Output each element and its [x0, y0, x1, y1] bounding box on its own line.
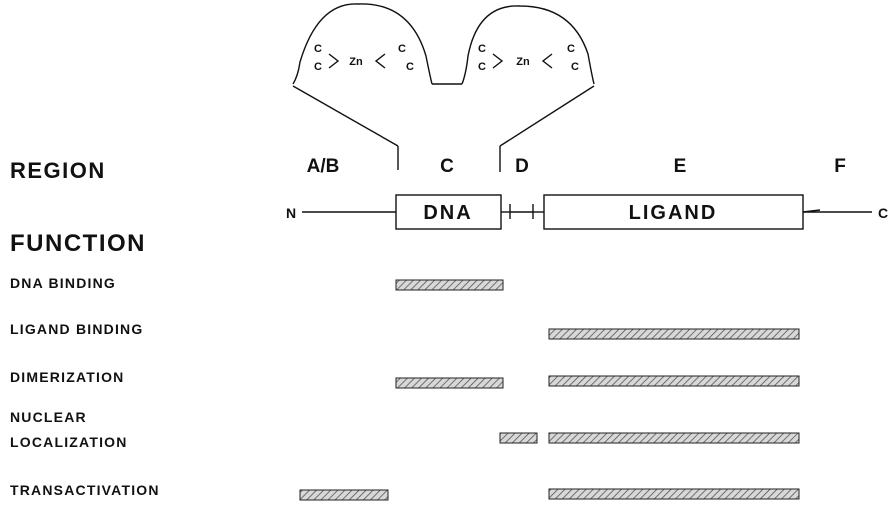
function-label-localization: LOCALIZATION — [10, 434, 128, 450]
bar-nuclear-localization-d — [499, 432, 538, 444]
function-row-nuclear-localization: NUCLEAR LOCALIZATION — [10, 409, 800, 450]
region-label-e: E — [674, 156, 687, 177]
bar-ligand-binding-e — [548, 328, 800, 340]
function-row-transactivation: TRANSACTIVATION — [10, 482, 800, 501]
zn1-left-c-bottom: C — [314, 61, 322, 73]
function-row-ligand-binding: LIGAND BINDING — [10, 321, 800, 340]
ligand-box — [543, 194, 804, 230]
function-label-nuclear: NUCLEAR — [10, 409, 87, 425]
zinc-finger-2: C C Zn C C — [461, 5, 595, 85]
zn1-right-c-bottom: C — [406, 61, 414, 73]
bar-nuclear-localization-e — [548, 432, 800, 444]
zinc-finger-1: C C Zn C C — [292, 3, 433, 85]
region-label-d: D — [515, 156, 529, 177]
dna-box — [395, 194, 502, 230]
bar-dimerization-c — [395, 377, 504, 389]
function-heading: FUNCTION — [10, 230, 146, 257]
function-label-transactivation: TRANSACTIVATION — [10, 482, 160, 498]
region-heading: REGION — [10, 158, 106, 183]
zn2-left-c-top: C — [478, 43, 486, 55]
zn1-right-c-top: C — [398, 43, 406, 55]
bar-transactivation-e — [548, 488, 800, 500]
region-label-ab: A/B — [307, 156, 340, 177]
function-row-dimerization: DIMERIZATION — [10, 369, 800, 389]
region-label-c: C — [440, 156, 454, 177]
function-label-dimerization: DIMERIZATION — [10, 369, 124, 385]
expansion-line-right — [499, 85, 595, 147]
backbone-f-dash — [802, 209, 821, 213]
bar-dimerization-e — [548, 375, 800, 387]
zn2-right-c-bottom: C — [571, 61, 579, 73]
function-label-ligand-binding: LIGAND BINDING — [10, 321, 143, 337]
c-terminus: C — [878, 205, 888, 221]
dna-box-label: DNA — [423, 202, 472, 224]
zn2-zinc: Zn — [516, 56, 530, 68]
zn2-right-c-top: C — [567, 43, 575, 55]
expansion-line-left — [292, 85, 399, 147]
zn1-zinc: Zn — [349, 56, 363, 68]
function-row-dna-binding: DNA BINDING — [10, 275, 504, 291]
function-label-dna-binding: DNA BINDING — [10, 275, 116, 291]
zn2-left-c-bottom: C — [478, 61, 486, 73]
bar-transactivation-ab — [299, 489, 389, 501]
region-label-f: F — [834, 156, 846, 177]
bar-dna-binding-c — [395, 279, 504, 291]
zn1-left-c-top: C — [314, 43, 322, 55]
ligand-box-label: LIGAND — [629, 202, 718, 224]
n-terminus: N — [286, 205, 296, 221]
